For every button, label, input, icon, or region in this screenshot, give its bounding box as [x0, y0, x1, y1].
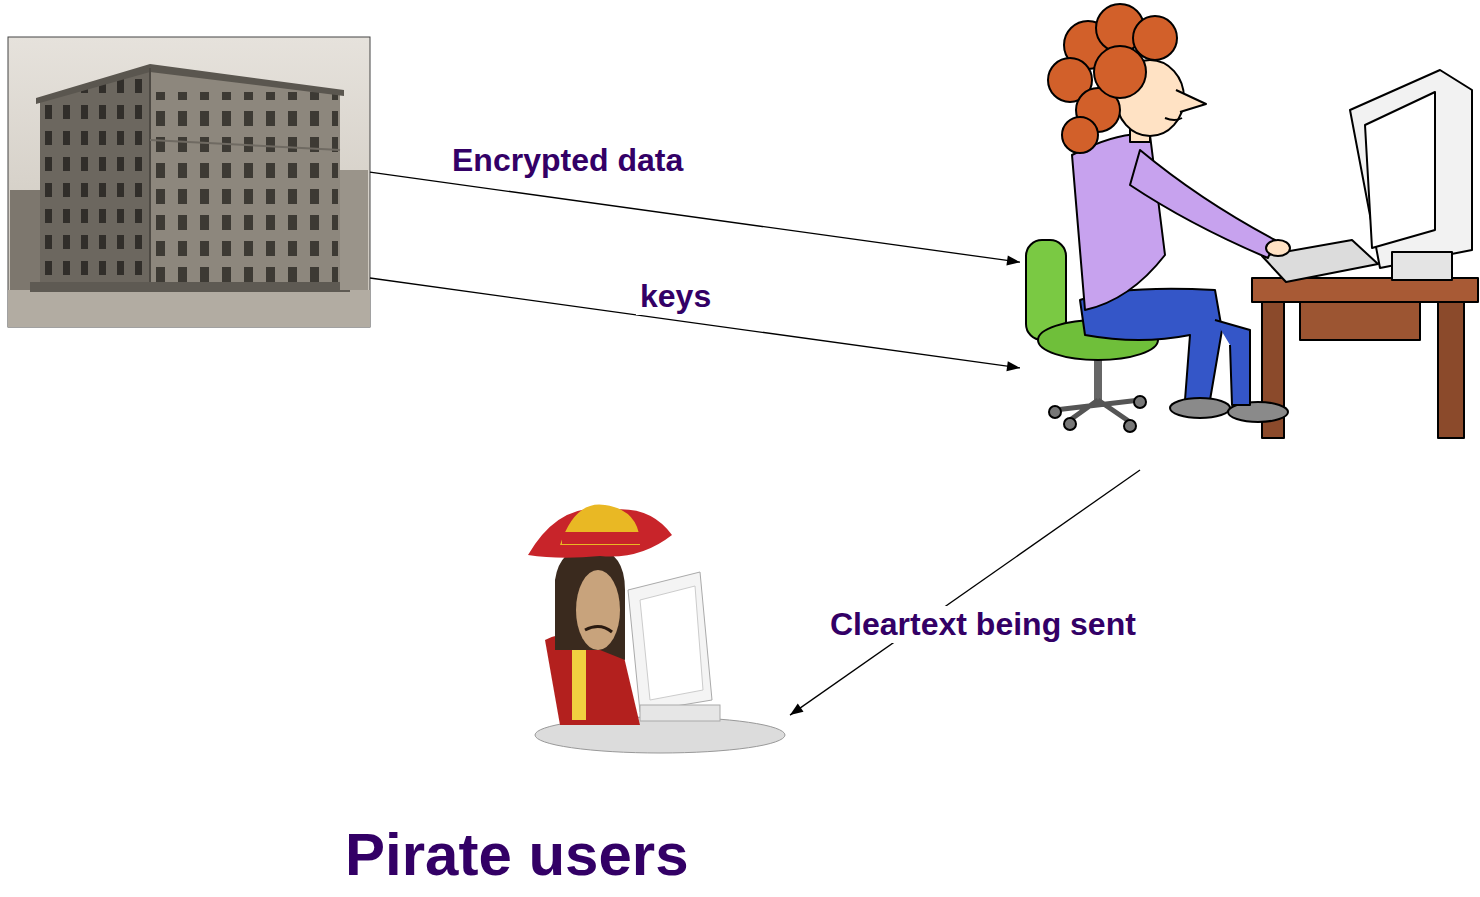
arrow-head: [1006, 255, 1020, 265]
pirate-node: Pirate users: [340, 470, 790, 897]
user-cartoon: [1026, 4, 1478, 438]
building-photo: [8, 37, 370, 327]
arrow-line: [370, 278, 1020, 368]
arrow-head: [1006, 361, 1020, 371]
edge-label: Cleartext being sent: [826, 606, 1140, 643]
flow-arrow: [370, 278, 1020, 371]
building-node: [8, 37, 370, 327]
node-caption: Pirate users: [345, 820, 689, 889]
edge-label: Encrypted data: [448, 142, 687, 179]
flow-arrow: [370, 172, 1020, 265]
arrow-line: [370, 172, 1020, 262]
arrow-head: [790, 704, 804, 716]
user-node: [1020, 2, 1478, 470]
arrow-line: [790, 470, 1140, 715]
edge-label: keys: [636, 278, 715, 315]
pirate-cartoon: [528, 505, 785, 754]
flow-arrow: [790, 470, 1140, 715]
